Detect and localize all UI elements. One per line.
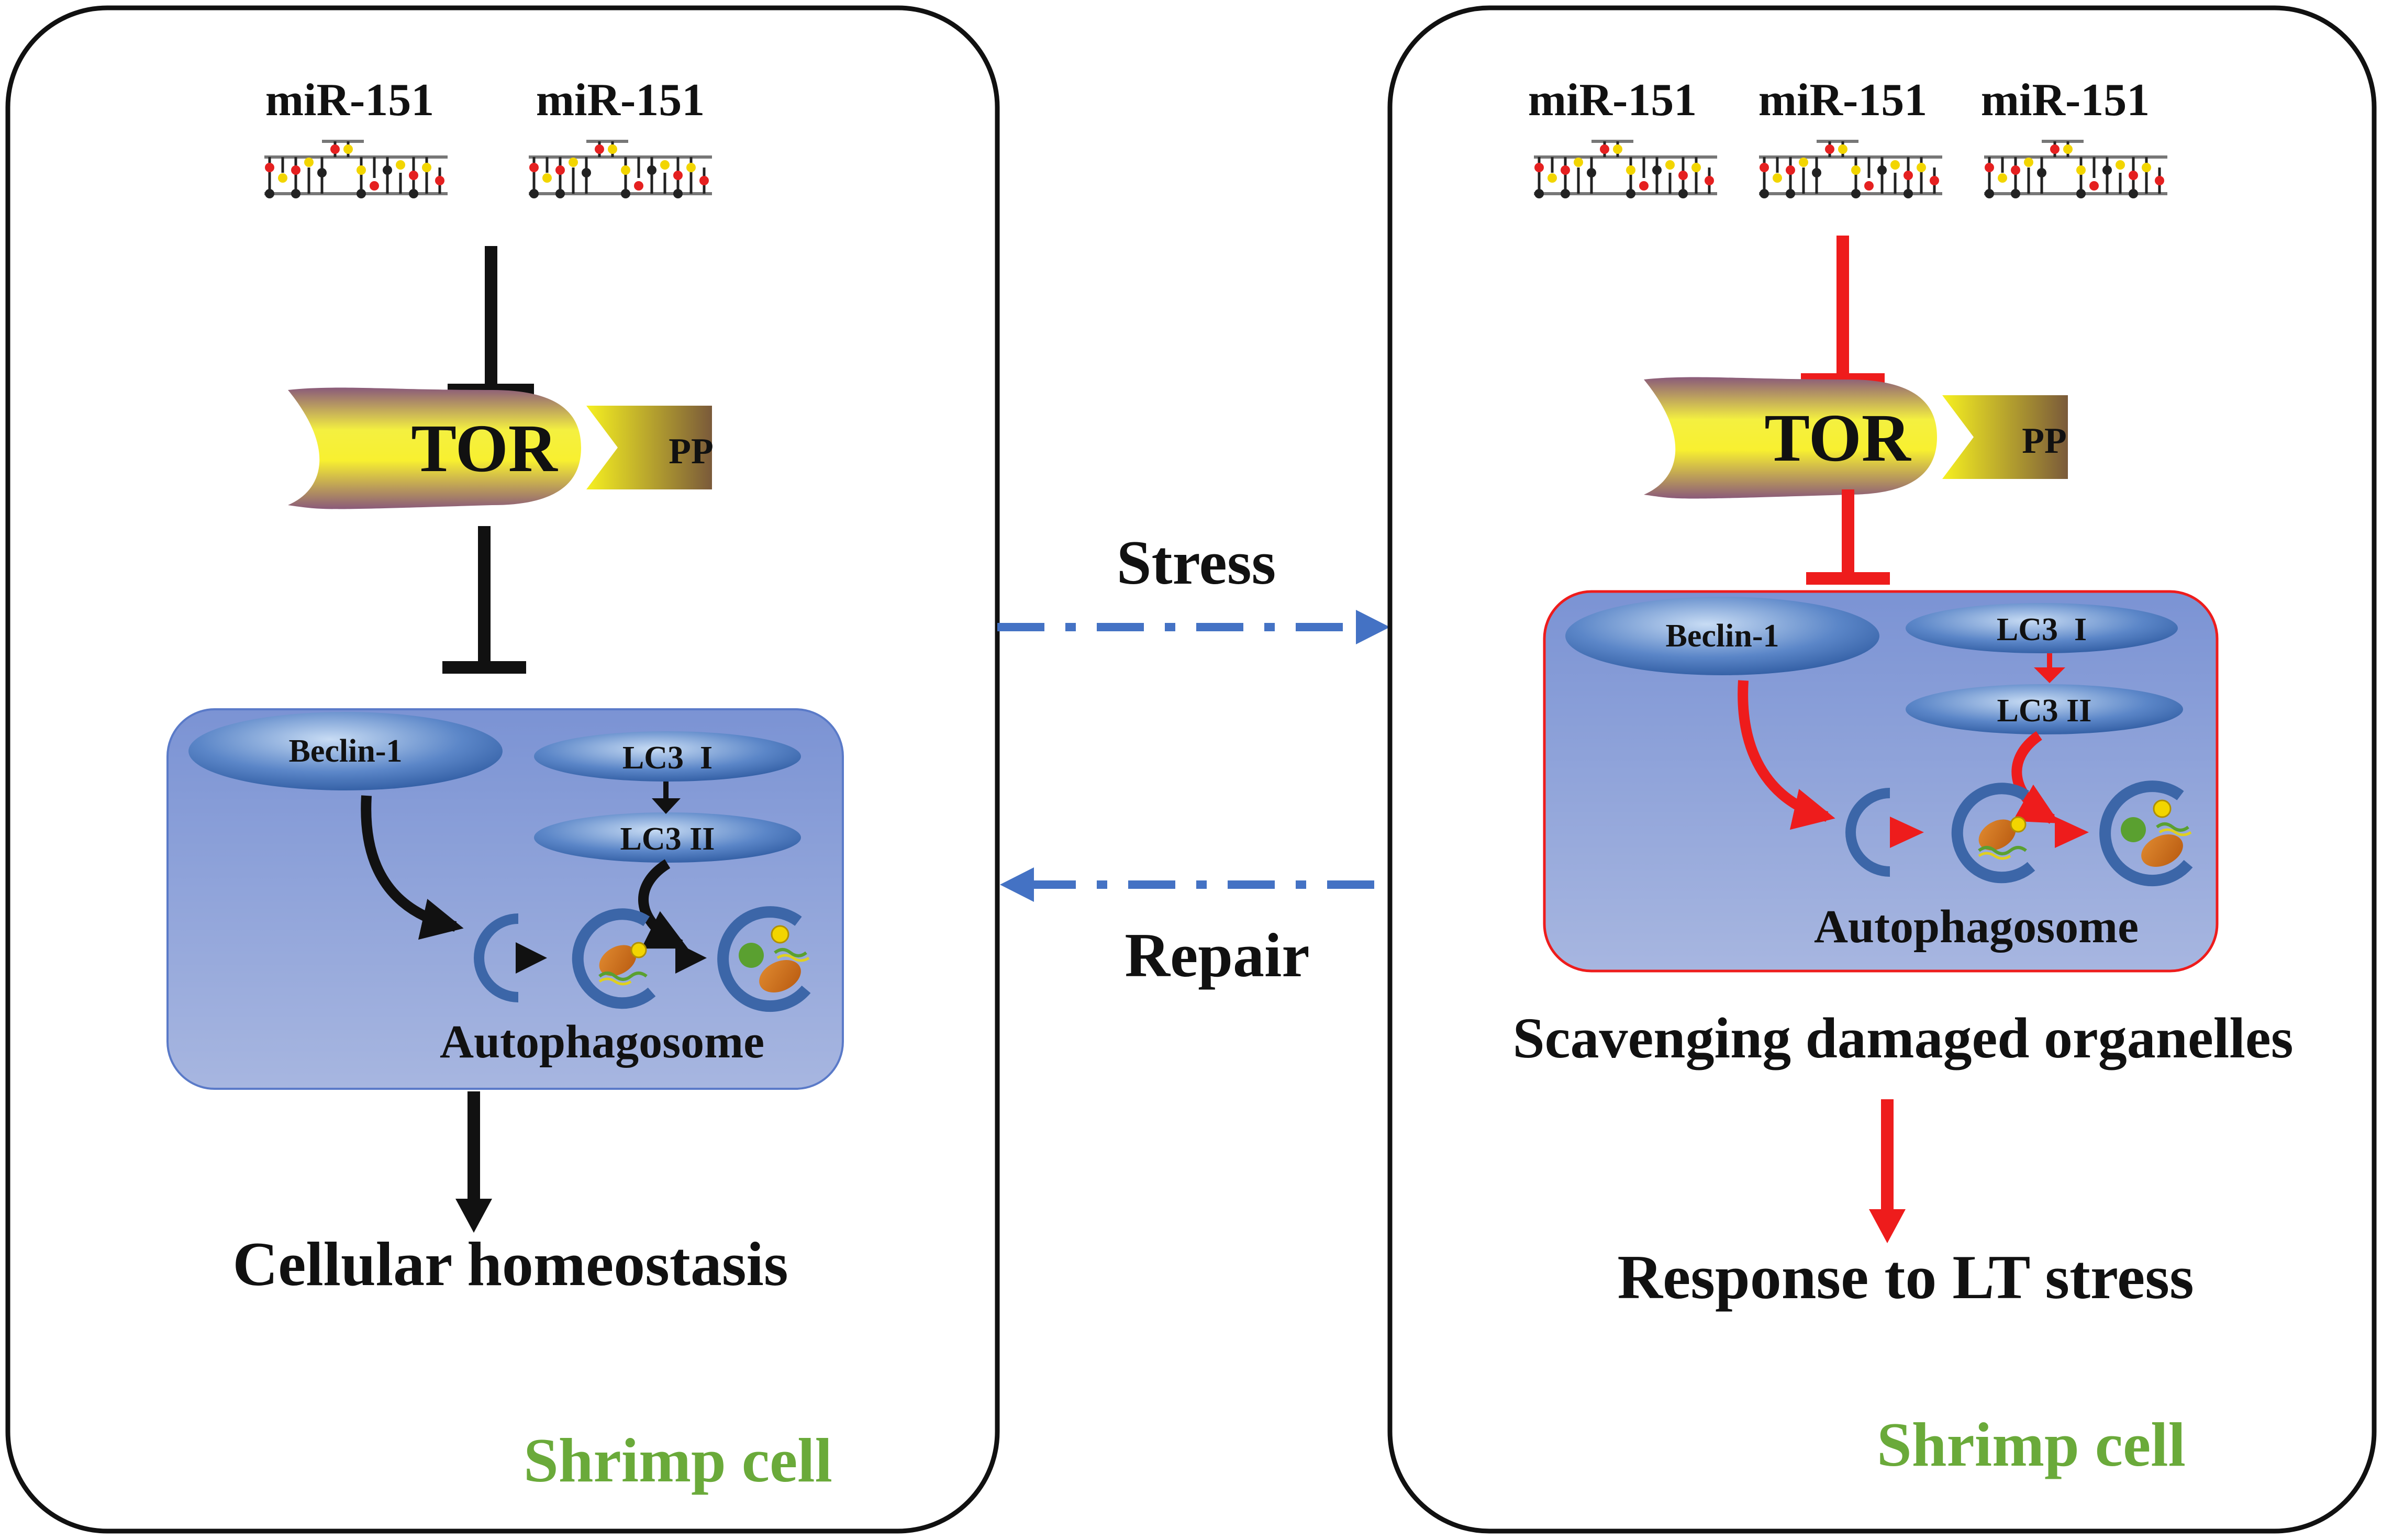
right-lc3-1-label: LC3 I bbox=[1997, 612, 2087, 648]
left-outcome-label: Cellular homeostasis bbox=[232, 1229, 788, 1299]
left-step-arrow-1 bbox=[516, 942, 547, 974]
right-beclin-oval bbox=[1565, 597, 1879, 675]
right-mirna-label-1: miR-151 bbox=[1528, 75, 1697, 126]
repair-label: Repair bbox=[1125, 920, 1309, 990]
stress-repair-transition: Stress Repair bbox=[997, 528, 1393, 990]
left-beclin-oval bbox=[188, 712, 503, 790]
right-lc3-2-label: LC3 II bbox=[1997, 693, 2092, 729]
right-tor-label: TOR bbox=[1764, 400, 1911, 476]
right-mirna-label-3: miR-151 bbox=[1981, 75, 2150, 126]
right-cell-label: Shrimp cell bbox=[1877, 1410, 2186, 1479]
right-step-arrow-1 bbox=[1890, 817, 1924, 848]
stress-arrowhead bbox=[1356, 610, 1390, 644]
right-lc3-conversion-arrow bbox=[2034, 653, 2065, 683]
right-outcome-label: Response to LT stress bbox=[1617, 1242, 2194, 1312]
left-lc3-conversion-arrow bbox=[652, 782, 681, 814]
left-beclin-label: Beclin-1 bbox=[289, 733, 403, 769]
right-pp-label: PP bbox=[2022, 421, 2067, 461]
left-tor-label: TOR bbox=[411, 411, 558, 486]
left-lc3-2-label: LC3 II bbox=[620, 821, 715, 857]
left-autophagy-to-homeostasis-arrow bbox=[455, 1091, 492, 1233]
left-pp-label: PP bbox=[669, 431, 714, 472]
left-shrimp-cell: miR-151 miR-151 TOR PP Beclin-1 LC3 I LC… bbox=[5, 5, 1000, 1534]
right-lc3-1-oval bbox=[1906, 603, 2178, 653]
right-shrimp-cell: miR-151 miR-151 miR-151 TOR PP Beclin-1 … bbox=[1387, 5, 2377, 1534]
left-autophagosome-label: Autophagosome bbox=[440, 1016, 764, 1068]
right-beclin-label: Beclin-1 bbox=[1666, 618, 1779, 654]
stress-label: Stress bbox=[1117, 528, 1276, 597]
left-cell-label: Shrimp cell bbox=[524, 1425, 832, 1495]
left-lc3-1-label: LC3 I bbox=[622, 740, 713, 776]
left-lc3-to-autophagosome-arrow bbox=[638, 859, 688, 950]
left-beclin-to-phagophore-arrow bbox=[361, 795, 464, 940]
right-mirna-label-2: miR-151 bbox=[1758, 75, 1928, 126]
left-mirna-label-2: miR-151 bbox=[536, 75, 705, 126]
right-inhibition-tor-to-autophagy bbox=[1806, 489, 1890, 585]
left-inhibition-tor-to-autophagy bbox=[442, 526, 526, 674]
right-beclin-to-phagophore-arrow bbox=[1738, 680, 1835, 830]
left-step-arrow-2 bbox=[675, 942, 707, 974]
left-lc3-1-oval bbox=[534, 731, 801, 782]
right-lc3-to-autophagosome-arrow bbox=[2011, 731, 2060, 824]
right-autophagosome-label: Autophagosome bbox=[1814, 901, 2139, 953]
left-mirna-label-1: miR-151 bbox=[265, 75, 435, 126]
repair-arrowhead bbox=[1000, 867, 1034, 902]
right-step-arrow-2 bbox=[2055, 817, 2089, 848]
right-scavenging-to-response-arrow bbox=[1869, 1099, 1906, 1243]
left-lc3-2-oval bbox=[534, 812, 801, 863]
right-lc3-2-oval bbox=[1906, 684, 2183, 734]
scavenging-label: Scavenging damaged organelles bbox=[1512, 1006, 2293, 1070]
